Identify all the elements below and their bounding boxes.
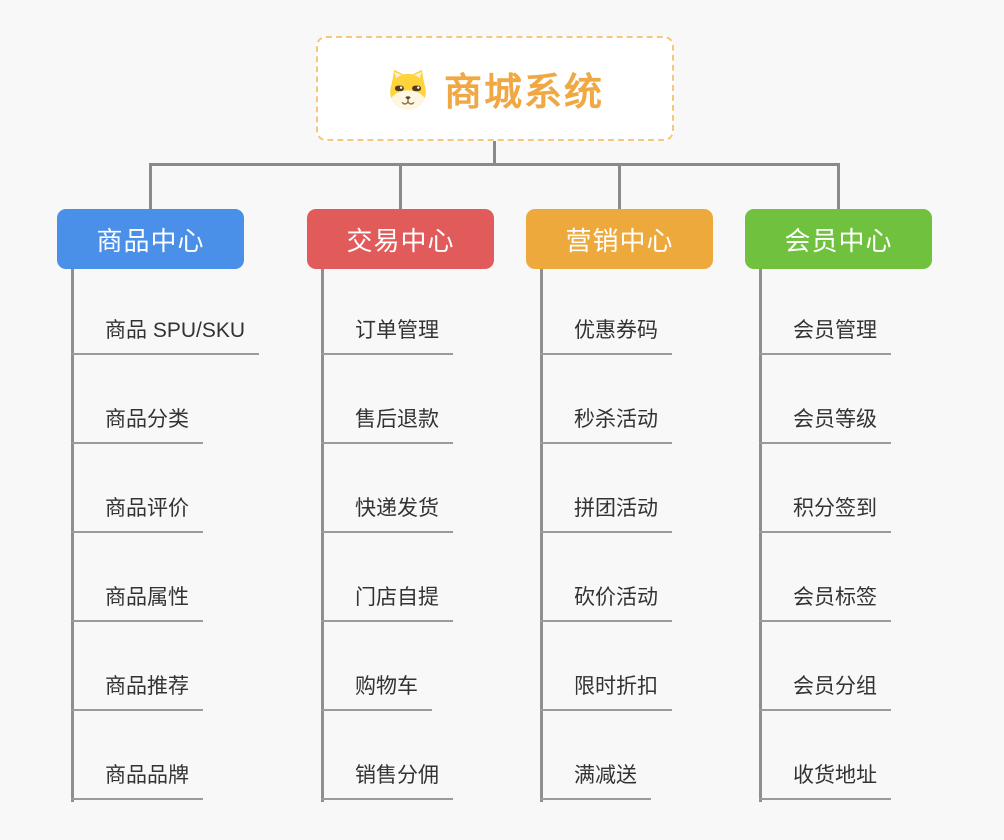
- leaf-node[interactable]: 会员标签: [759, 583, 891, 622]
- branch-node-member-center[interactable]: 会员中心: [745, 209, 932, 269]
- leaf-node[interactable]: 快递发货: [321, 494, 453, 533]
- trunk-line-trade: [321, 269, 324, 802]
- leaf-node[interactable]: 优惠券码: [540, 316, 672, 355]
- leaf-node[interactable]: 会员等级: [759, 405, 891, 444]
- trunk-line-member: [759, 269, 762, 802]
- branch-label: 商品中心: [96, 225, 205, 256]
- connector-drop-trade: [399, 165, 402, 210]
- leaf-node[interactable]: 积分签到: [759, 494, 891, 533]
- connector-drop-product: [149, 165, 152, 210]
- leaf-node[interactable]: 订单管理: [321, 316, 453, 355]
- leaf-node[interactable]: 商品分类: [71, 405, 203, 444]
- leaf-node[interactable]: 门店自提: [321, 583, 453, 622]
- leaf-node[interactable]: 秒杀活动: [540, 405, 672, 444]
- leaf-node[interactable]: 商品 SPU/SKU: [71, 316, 260, 355]
- leaf-node[interactable]: 商品属性: [71, 583, 203, 622]
- branch-node-trade-center[interactable]: 交易中心: [307, 209, 494, 269]
- leaf-node[interactable]: 拼团活动: [540, 494, 672, 533]
- connector-horizontal-bar: [149, 163, 840, 166]
- connector-drop-marketing: [618, 165, 621, 210]
- leaf-node[interactable]: 满减送: [540, 761, 651, 800]
- leaf-node[interactable]: 销售分佣: [321, 761, 453, 800]
- branch-label: 会员中心: [784, 225, 893, 256]
- leaf-node[interactable]: 商品评价: [71, 494, 203, 533]
- leaf-node[interactable]: 会员管理: [759, 316, 891, 355]
- branch-label: 交易中心: [346, 225, 455, 256]
- root-node[interactable]: 商城系统: [316, 36, 674, 141]
- leaf-node[interactable]: 购物车: [321, 672, 432, 711]
- branch-label: 营销中心: [565, 225, 674, 256]
- connector-drop-member: [837, 165, 840, 210]
- leaf-node[interactable]: 商品品牌: [71, 761, 203, 800]
- leaf-node[interactable]: 售后退款: [321, 405, 453, 444]
- leaf-node[interactable]: 限时折扣: [540, 672, 672, 711]
- branch-node-marketing-center[interactable]: 营销中心: [526, 209, 713, 269]
- connector-root-stub: [493, 139, 496, 165]
- leaf-node[interactable]: 商品推荐: [71, 672, 203, 711]
- leaf-node[interactable]: 收货地址: [759, 761, 891, 800]
- dog-icon: [386, 67, 430, 111]
- trunk-line-marketing: [540, 269, 543, 802]
- root-title: 商城系统: [443, 72, 604, 114]
- trunk-line-product: [71, 269, 74, 802]
- leaf-node[interactable]: 砍价活动: [540, 583, 672, 622]
- leaf-node[interactable]: 会员分组: [759, 672, 891, 711]
- branch-node-product-center[interactable]: 商品中心: [57, 209, 244, 269]
